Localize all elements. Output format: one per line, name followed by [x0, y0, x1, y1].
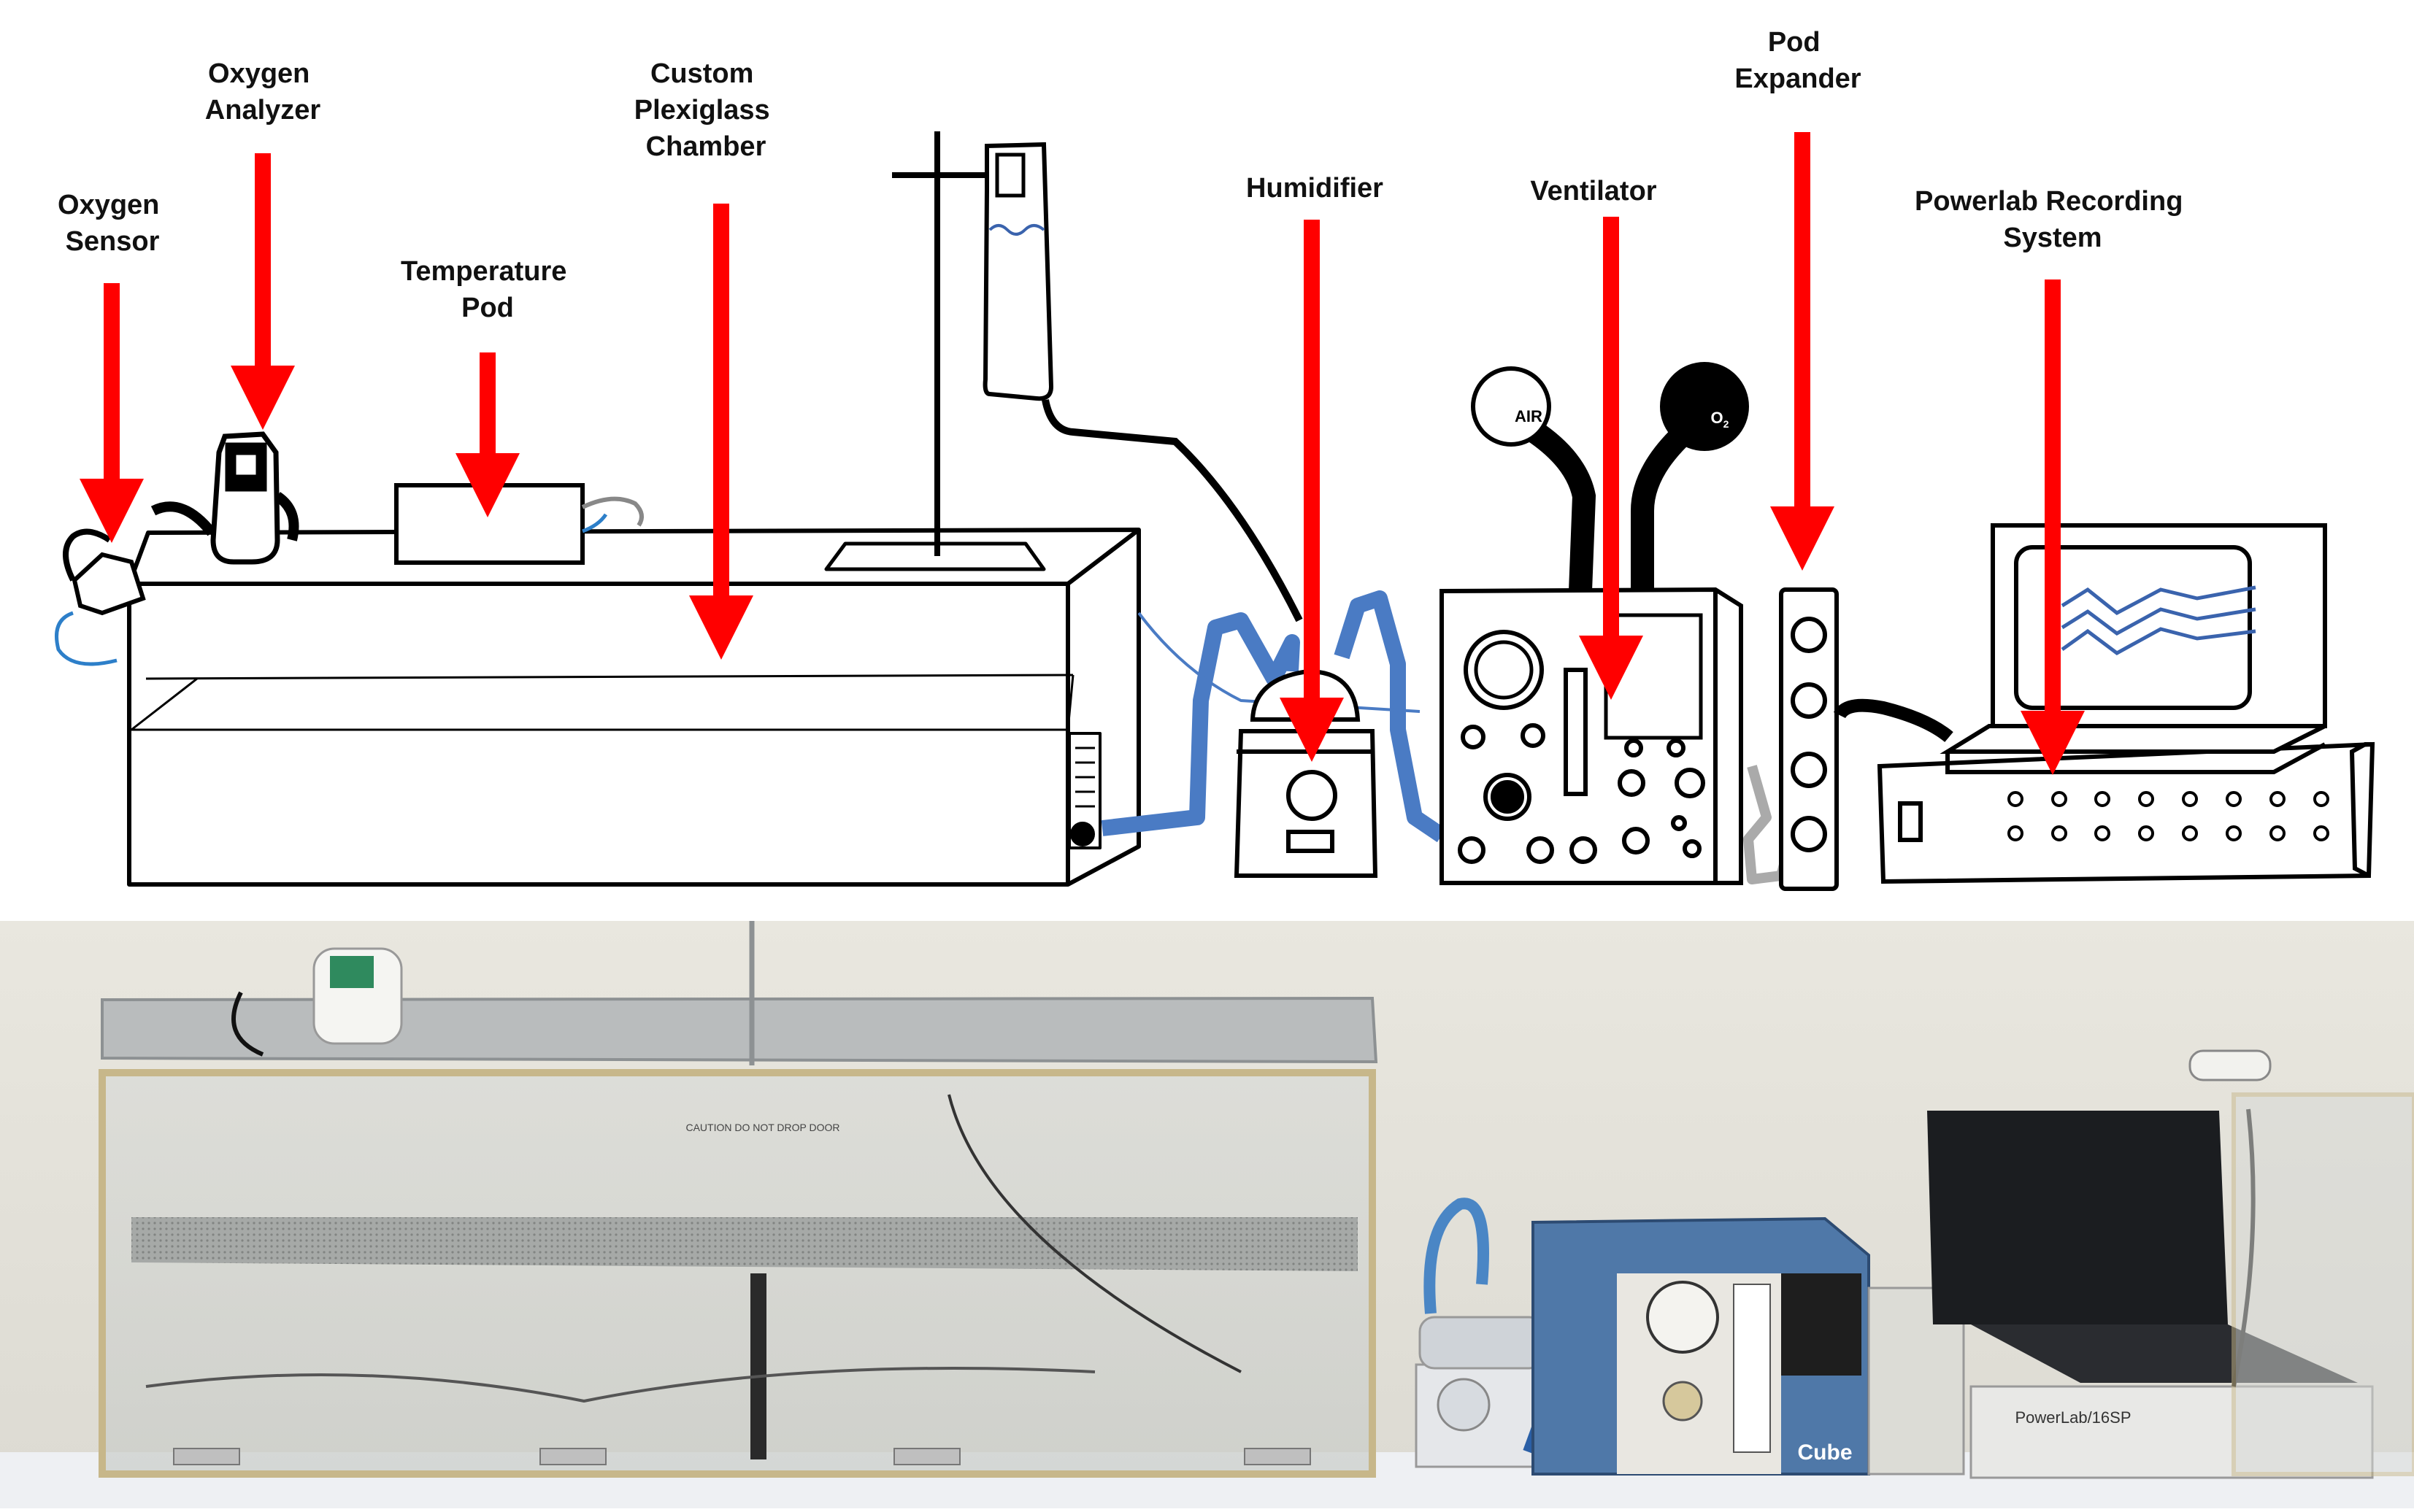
chamber-drawing — [127, 528, 1141, 887]
label-humidifier: Humidifier — [1246, 173, 1383, 204]
expander-cable — [1833, 698, 1953, 743]
cube-label: Cube — [1798, 1440, 1853, 1465]
label-powerlab: Powerlab Recording System — [1915, 186, 2191, 253]
photo-ventilator: Cube — [1531, 1216, 1870, 1476]
o2-label: O2 — [1711, 409, 1729, 430]
temperature-pod-drawing — [394, 483, 644, 565]
label-oxygen-sensor: Oxygen Sensor — [58, 190, 167, 257]
label-ventilator: Ventilator — [1530, 176, 1656, 207]
schematic-diagram: Oxygen Sensor Oxygen Analyzer Temperatur… — [55, 27, 2375, 891]
ventilator-drawing — [1439, 362, 1749, 885]
label-oxygen-analyzer: Oxygen Analyzer — [205, 58, 321, 126]
label-temperature-pod: Temperature Pod — [401, 256, 574, 323]
lab-photo: CAUTION DO NOT DROP DOOR — [0, 921, 2414, 1508]
oxygen-analyzer-drawing — [150, 431, 299, 565]
caution-label: CAUTION DO NOT DROP DOOR — [685, 1122, 839, 1133]
photo-right-chamber — [2188, 1049, 2414, 1476]
label-plexiglass-chamber: Custom Plexiglass Chamber — [634, 58, 777, 162]
pod-expander-drawing — [1779, 587, 1839, 891]
pointer-arrows — [80, 132, 2085, 775]
ring-stand-drawing — [892, 131, 1303, 622]
tubing-drawing — [1101, 590, 1447, 843]
powerlab-drawing — [1877, 523, 2375, 884]
photo-oxygen-analyzer — [231, 947, 403, 1057]
photo-chamber: CAUTION DO NOT DROP DOOR — [99, 921, 1378, 1478]
label-pod-expander: Pod Expander — [1734, 27, 1861, 94]
air-label: AIR — [1515, 407, 1542, 425]
powerlab-photo-label: PowerLab/16SP — [2015, 1408, 2132, 1427]
